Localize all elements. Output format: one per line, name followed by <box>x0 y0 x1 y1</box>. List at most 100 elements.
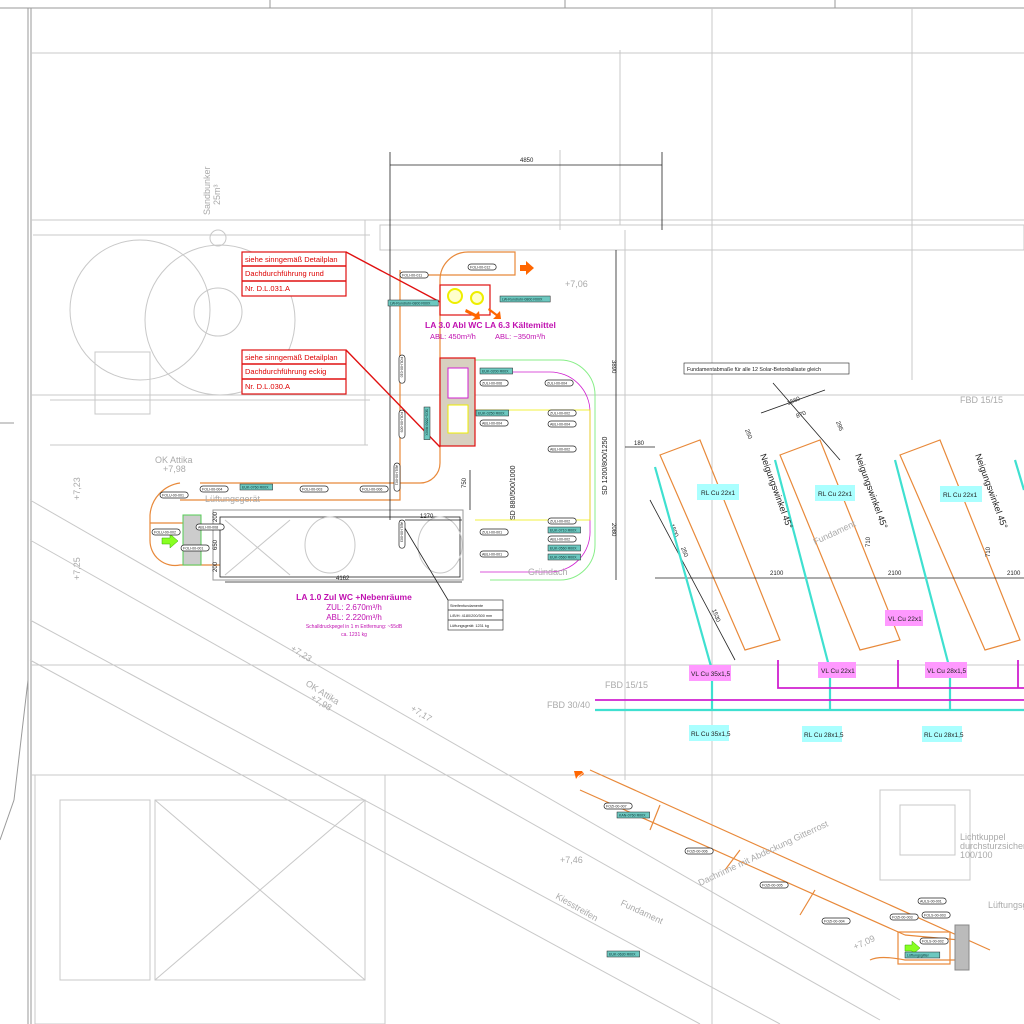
duct-tag[interactable]: ABLI-00-001 <box>479 550 509 558</box>
duct-tag[interactable]: FOZI-00-006 <box>684 847 714 855</box>
la30-title: LA 3.0 Abl WC LA 6.3 Kältemittel <box>425 320 556 330</box>
duct-tag[interactable]: ZULI-00-002 <box>547 409 577 417</box>
duct-tag[interactable]: FOLS-00-002 <box>919 937 949 945</box>
duct-tag[interactable]: ABLI-00-004 <box>547 420 577 428</box>
duct-tag[interactable]: FOLI-00-001 <box>180 544 210 552</box>
sd-label: SD 1200/800/1250 <box>602 437 609 495</box>
la10-title: LA 1.0 Zul WC +Nebenräume <box>296 592 412 602</box>
vl-label: VL Cu 22x1 <box>821 668 855 675</box>
tag-text: FOLI-00-001 <box>183 546 203 550</box>
duct-tag[interactable]: ZULI-00-002 <box>547 517 577 525</box>
la30-annotation: LA 3.0 Abl WC LA 6.3 Kältemittel ABL: 45… <box>425 320 556 341</box>
fbd-label: FBD 15/15 <box>605 680 648 690</box>
tag-outline <box>359 485 389 493</box>
ttag-text: EUK-0250 R00X <box>478 411 505 415</box>
duct-tag[interactable]: FOZI-00-004 <box>821 917 851 925</box>
callout-square-penetration[interactable]: siehe sinngemäß Detailplan Dachdurchführ… <box>241 349 347 395</box>
equipment-tag[interactable]: LW-Rundrohr-0800 R00X <box>499 295 551 303</box>
tag-text: FOLU-00-001 <box>162 493 184 497</box>
equipment-tag[interactable]: KAN-0760 R00X <box>616 811 650 819</box>
duct-tag[interactable]: FOLU-00-002 <box>151 528 181 536</box>
duct-tag[interactable]: FOLI-00-009 <box>398 409 406 439</box>
tag-text: FOLS-00-002 <box>922 939 944 943</box>
ttag-outline <box>479 367 513 375</box>
duct-tag[interactable]: FOLS-00-003 <box>921 911 951 919</box>
tag-outline <box>479 379 509 387</box>
dim-spacing-c: 2100 <box>1007 571 1021 577</box>
tag-outline <box>917 897 947 905</box>
rl-label-box <box>940 486 982 502</box>
duct-tag[interactable]: FOLI-00-012 <box>467 263 497 271</box>
duct-tag[interactable]: FOLI-00-003 <box>299 485 329 493</box>
callout-line: Dachdurchführung rund <box>245 269 324 278</box>
la10-weight: ca. 1231 kg <box>341 632 367 638</box>
duct-tag[interactable]: ABLI-00-008 <box>195 523 225 531</box>
equipment-tag[interactable]: EUK-0200 R00X <box>479 367 513 375</box>
duct-tag[interactable]: ZULI-00-006 <box>479 379 509 387</box>
dim-offset: 180 <box>634 441 645 447</box>
level-label: +7,46 <box>560 855 583 865</box>
equipment-tag[interactable]: EUK-0710 R00X <box>547 526 581 534</box>
ttag-outline <box>904 951 941 959</box>
duct-tag[interactable]: FOZI-00-005 <box>759 881 789 889</box>
equipment-tag[interactable]: EUK-0760 R00X <box>239 483 273 491</box>
rl-label: RL Cu 22x1 <box>701 490 735 497</box>
tag-outline <box>684 847 714 855</box>
tag-text: FOZI-00-007 <box>606 804 627 808</box>
duct-tag[interactable]: FOLU-00-001 <box>159 491 189 499</box>
ttag-text: EUK-0710 R00X <box>550 528 577 532</box>
duct-tag[interactable]: FOZI-00-003 <box>889 913 919 921</box>
equipment-tag[interactable]: EUK-0630 R00X <box>606 950 640 958</box>
ttag-text: EUK-0560 R00X <box>550 555 577 559</box>
tag-outline <box>821 917 851 925</box>
foundation-table: Streifenfundamente L/B/H: 4180/200/300 m… <box>399 519 504 631</box>
dim-rise-a: 710 <box>866 536 872 547</box>
equipment-tag[interactable]: SDS-0560 R00X <box>423 406 431 440</box>
dim-unit-h2: 650 <box>213 539 219 550</box>
table-row: Lüftungsgerät: 1231 kg <box>450 624 489 628</box>
equipment-tag[interactable]: Lüftungsgitter <box>904 951 941 959</box>
lueftungsgeraet-label: Lüftungsgerät <box>988 900 1024 910</box>
tag-outline <box>547 409 577 417</box>
la10-zul: ZUL: 2.670m³/h <box>326 603 382 612</box>
duct-tag[interactable]: FOZI-00-007 <box>603 802 633 810</box>
level-label: +7,06 <box>565 279 588 289</box>
ttag-text: EUK-0760 R00X <box>242 485 269 489</box>
duct-tag[interactable]: ZULI-00-004 <box>544 379 574 387</box>
duct-tag[interactable]: ABLI-00-002 <box>547 445 577 453</box>
dim-unit-length: 4162 <box>336 576 350 582</box>
tag-outline <box>479 550 509 558</box>
dim-unit-h3: 200 <box>213 561 219 572</box>
duct-tag[interactable]: ABLI-00-001 <box>393 462 401 492</box>
equipment-tag[interactable]: EUK-0560 R00X <box>547 544 581 552</box>
ttag-text: EUK-0630 R00X <box>609 952 636 956</box>
duct-tag[interactable]: FOLI-00-004 <box>199 485 229 493</box>
duct-tag[interactable]: ZULI-00-001 <box>479 528 509 536</box>
ttag-text: SDS-0560 R00X <box>425 409 429 436</box>
duct-tag[interactable]: FOLI-00-006 <box>359 485 389 493</box>
tag-text: FOLU-00-002 <box>154 530 176 534</box>
duct-tag[interactable]: ABLI-00-004 <box>479 419 509 427</box>
equipment-tag[interactable]: LW-Rundrohr-0800 R00X <box>387 299 439 307</box>
tag-text: FOLI-00-004 <box>202 487 222 491</box>
tag-text: FOZI-00-004 <box>824 919 845 923</box>
ttag-outline <box>475 409 509 417</box>
tag-outline <box>479 419 509 427</box>
duct-tags[interactable]: FOLI-00-011 FOLI-00-012FOLI-00-010FOLI-00… <box>151 263 951 959</box>
tag-text: FOZI-00-005 <box>762 883 783 887</box>
detail-callouts[interactable]: siehe sinngemäß Detailplan Dachdurchführ… <box>241 251 441 448</box>
duct-tag[interactable]: ABLI-00-002 <box>547 535 577 543</box>
tag-outline <box>547 535 577 543</box>
equipment-tag[interactable]: EUK-0250 R00X <box>475 409 509 417</box>
slope-label: Neigungswinkel 45° <box>853 452 890 530</box>
duct-tag[interactable]: FOLI-00-010 <box>398 354 406 384</box>
callout-line: siehe sinngemäß Detailplan <box>245 255 338 264</box>
duct-tag[interactable]: FOLI-00-011 <box>399 271 429 279</box>
equipment-tag[interactable]: EUK-0560 R00X <box>547 553 581 561</box>
duct-tag[interactable]: AULS-00-001 <box>917 897 947 905</box>
exhaust-arrow-icon <box>520 261 534 275</box>
duct-tag[interactable]: ABLI-00-003 <box>398 519 406 549</box>
callout-round-penetration[interactable]: siehe sinngemäß Detailplan Dachdurchführ… <box>241 251 347 297</box>
tag-outline <box>151 528 181 536</box>
dim-top-width: 4850 <box>520 158 534 164</box>
